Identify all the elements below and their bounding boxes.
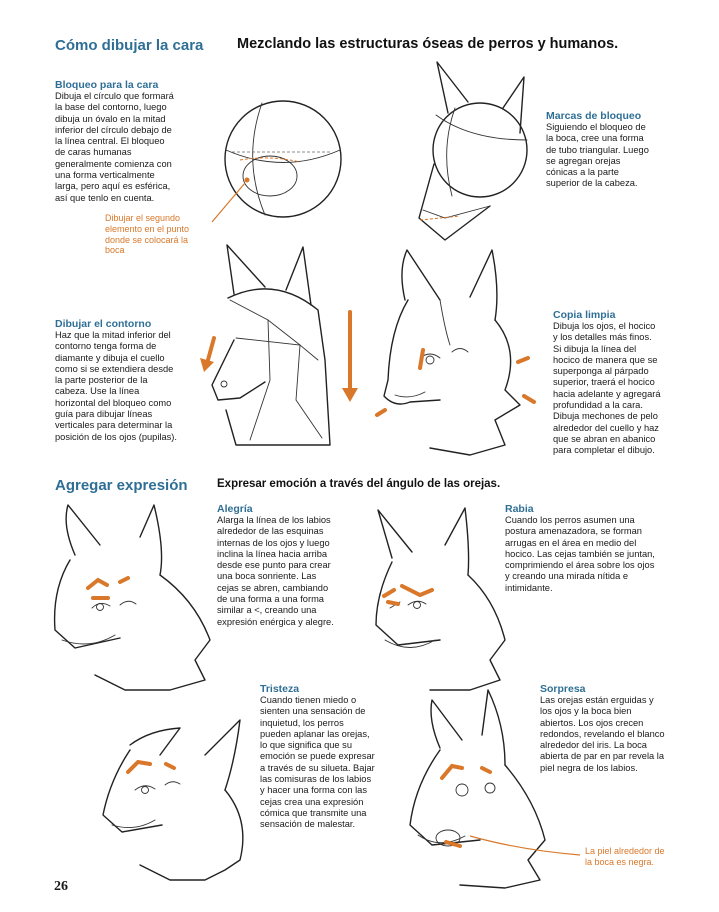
page-main-title: Mezclando las estructuras óseas de perro… (237, 36, 619, 52)
heading-marcas-bloqueo: Marcas de bloqueo (546, 110, 642, 122)
heading-bloqueo-cara: Bloqueo para la cara (55, 79, 159, 91)
heading-copia-limpia: Copia limpia (553, 309, 616, 321)
heading-sorpresa: Sorpresa (540, 683, 586, 695)
heading-dibujar-contorno: Dibujar el contorno (55, 318, 152, 330)
text-block-marcas-bloqueo: Marcas de bloqueo Siguiendo el bloqueo d… (546, 110, 676, 190)
text-block-bloqueo-cara: Bloqueo para la cara Dibuja el círculo q… (55, 79, 225, 204)
text-block-dibujar-contorno: Dibujar el contorno Haz que la mitad inf… (55, 318, 215, 443)
heading-tristeza: Tristeza (260, 683, 300, 695)
section-subtitle-ears: Expresar emoción a través del ángulo de … (217, 478, 501, 490)
section-title-add-expression: Agregar expresión (55, 477, 188, 494)
section-title-drawing-face: Cómo dibujar la cara (55, 37, 204, 54)
page-number: 26 (54, 879, 68, 894)
heading-alegria: Alegría (217, 503, 253, 515)
heading-rabia: Rabia (505, 503, 534, 515)
